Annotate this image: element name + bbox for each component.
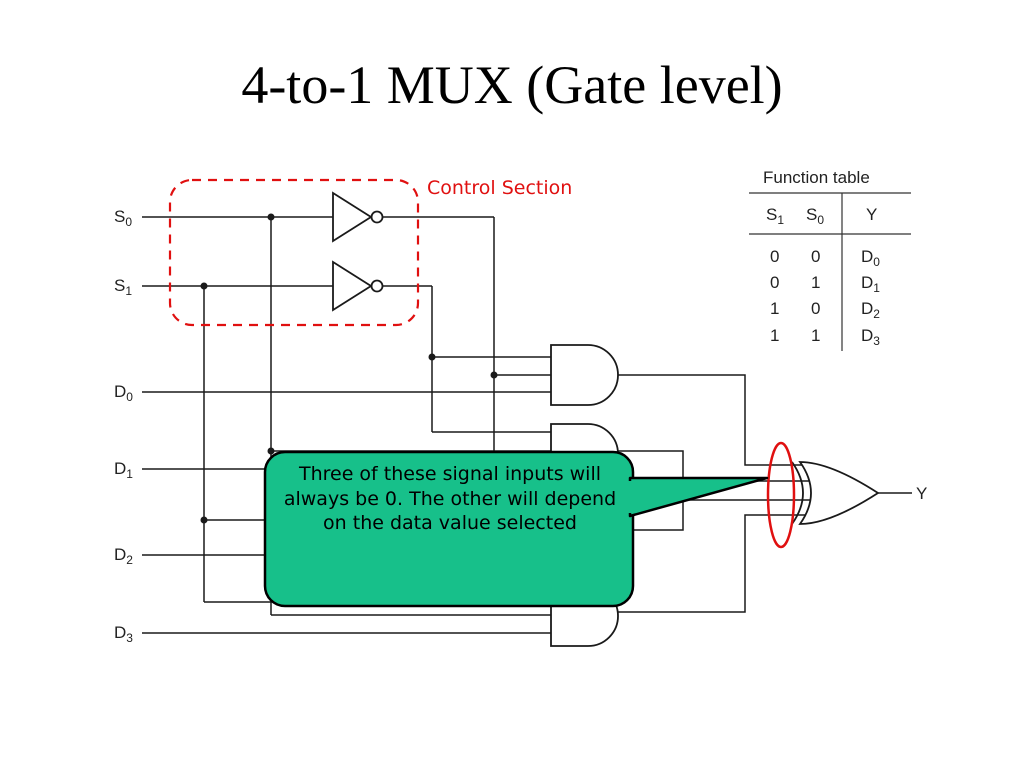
- table-cell-y: D3: [861, 326, 880, 348]
- d2-label: D2: [114, 545, 133, 567]
- callout-box: [263, 450, 635, 608]
- control-section-box: [168, 178, 420, 327]
- junction-dot: [267, 213, 275, 221]
- inverter-s1: [332, 260, 384, 312]
- table-header-s1: S1: [766, 205, 784, 227]
- slide-title: 4-to-1 MUX (Gate level): [241, 55, 783, 115]
- and1-out: [618, 374, 805, 466]
- table-header-y: Y: [866, 205, 877, 224]
- or-gate: [791, 461, 880, 525]
- junction-dot: [428, 353, 436, 361]
- junction-dot: [200, 516, 208, 524]
- table-cell-y: D2: [861, 299, 880, 321]
- table-cell-s1: 0: [770, 247, 779, 266]
- table-cell-s0: 1: [811, 326, 820, 345]
- inverter-s0: [332, 191, 384, 243]
- and4-out: [618, 514, 805, 613]
- table-row: 1 1 D3: [770, 326, 880, 348]
- function-table: Function table S1 S0 Y 0 0 D0 0 1 D1 1 0…: [749, 168, 911, 351]
- callout: [263, 450, 769, 608]
- and-gate-1: [550, 344, 619, 406]
- table-cell-s0: 1: [811, 273, 820, 292]
- junction-dot: [490, 371, 498, 379]
- junction-dots: [200, 213, 498, 524]
- function-table-caption: Function table: [763, 168, 870, 187]
- callout-seam: [624, 481, 634, 513]
- table-cell-s1: 1: [770, 299, 779, 318]
- control-section-label: Control Section: [427, 177, 572, 199]
- table-row: 1 0 D2: [770, 299, 880, 321]
- inverters: [332, 191, 384, 312]
- and2-out: [618, 450, 810, 482]
- d3-label: D3: [114, 623, 133, 645]
- s1-label: S1: [114, 276, 132, 298]
- input-labels: S0 S1 D0 D1 D2 D3 Y: [114, 207, 927, 645]
- table-row: 0 0 D0: [770, 247, 880, 269]
- and3-out: [618, 499, 810, 531]
- callout-pointer: [628, 476, 769, 518]
- d1-label: D1: [114, 459, 133, 481]
- junction-dot: [200, 282, 208, 290]
- d0-label: D0: [114, 382, 133, 404]
- table-row: 0 1 D1: [770, 273, 880, 295]
- table-cell-s1: 1: [770, 326, 779, 345]
- y-output-label: Y: [916, 484, 927, 503]
- callout-text: Three of these signal inputs will always…: [283, 463, 617, 535]
- junction-dot: [267, 447, 275, 455]
- table-header-s0: S0: [806, 205, 824, 227]
- s0-label: S0: [114, 207, 132, 229]
- table-cell-y: D0: [861, 247, 880, 269]
- table-cell-s0: 0: [811, 299, 820, 318]
- table-cell-s1: 0: [770, 273, 779, 292]
- input-highlight-ellipse: [766, 441, 796, 549]
- table-cell-y: D1: [861, 273, 880, 295]
- table-cell-s0: 0: [811, 247, 820, 266]
